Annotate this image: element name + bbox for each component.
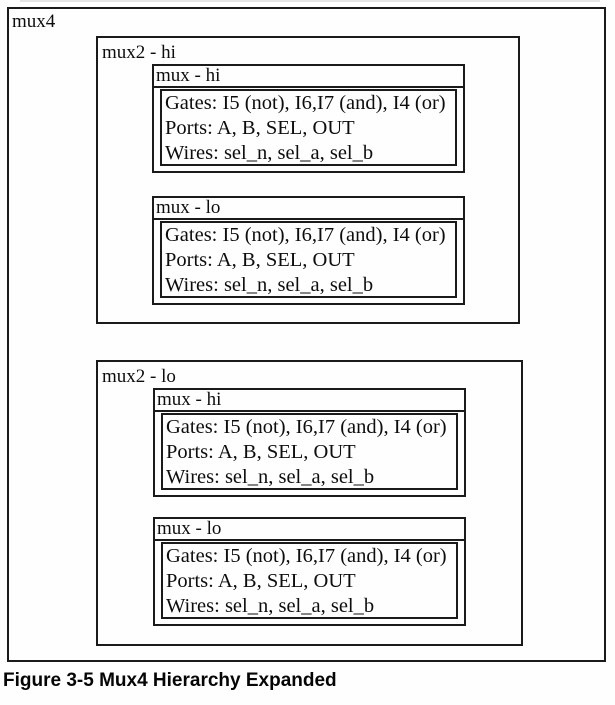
ports-line: Ports: A, B, SEL, OUT [166, 570, 356, 592]
mux4-box: mux4 mux2 - hi mux - hi Gates: I5 (not),… [7, 7, 606, 662]
gates-line: Gates: I5 (not), I6,I7 (and), I4 (or) [165, 224, 446, 246]
figure-caption: Figure 3-5 Mux4 Hierarchy Expanded [3, 670, 337, 691]
mux-hi-label-2: mux - hi [155, 390, 464, 412]
mux-lo-label-1: mux - lo [154, 198, 463, 220]
mux-hi-box-2: mux - hi Gates: I5 (not), I6,I7 (and), I… [153, 388, 466, 497]
mux-lo-label-2: mux - lo [155, 519, 464, 541]
wires-line: Wires: sel_n, sel_a, sel_b [165, 274, 374, 296]
gates-line: Gates: I5 (not), I6,I7 (and), I4 (or) [166, 416, 447, 438]
mux-hi-detail-box-1: Gates: I5 (not), I6,I7 (and), I4 (or) Po… [160, 89, 457, 166]
wires-line: Wires: sel_n, sel_a, sel_b [165, 142, 374, 164]
mux-lo-detail-box-2: Gates: I5 (not), I6,I7 (and), I4 (or) Po… [161, 542, 458, 619]
ports-line: Ports: A, B, SEL, OUT [166, 441, 356, 463]
mux-lo-box-2: mux - lo Gates: I5 (not), I6,I7 (and), I… [153, 517, 466, 626]
ports-line: Ports: A, B, SEL, OUT [165, 117, 355, 139]
mux-lo-box-1: mux - lo Gates: I5 (not), I6,I7 (and), I… [152, 196, 465, 305]
mux-hi-box-1: mux - hi Gates: I5 (not), I6,I7 (and), I… [152, 64, 465, 173]
mux2-lo-label: mux2 - lo [102, 366, 176, 387]
mux2-lo-box: mux2 - lo mux - hi Gates: I5 (not), I6,I… [96, 360, 523, 646]
mux-hi-detail-box-2: Gates: I5 (not), I6,I7 (and), I4 (or) Po… [161, 413, 458, 490]
mux2-hi-box: mux2 - hi mux - hi Gates: I5 (not), I6,I… [96, 36, 520, 324]
mux-lo-detail-box-1: Gates: I5 (not), I6,I7 (and), I4 (or) Po… [160, 221, 457, 298]
gates-line: Gates: I5 (not), I6,I7 (and), I4 (or) [165, 92, 446, 114]
mux4-label: mux4 [12, 11, 56, 32]
wires-line: Wires: sel_n, sel_a, sel_b [166, 466, 375, 488]
ports-line: Ports: A, B, SEL, OUT [165, 249, 355, 271]
wires-line: Wires: sel_n, sel_a, sel_b [166, 595, 375, 617]
mux2-hi-label: mux2 - hi [102, 42, 176, 63]
scan-artifact [20, 0, 600, 2]
mux-hi-label-1: mux - hi [154, 66, 463, 88]
gates-line: Gates: I5 (not), I6,I7 (and), I4 (or) [166, 545, 447, 567]
